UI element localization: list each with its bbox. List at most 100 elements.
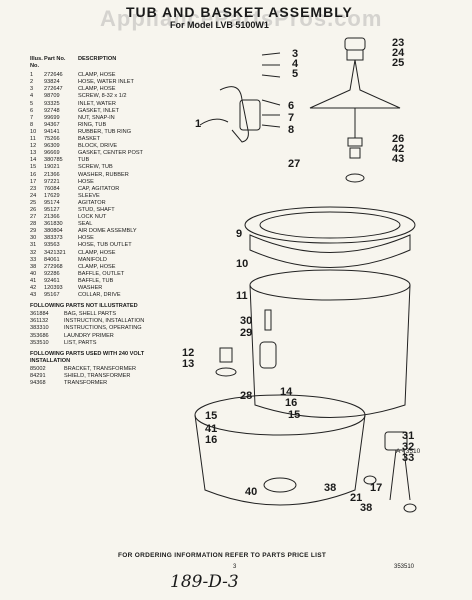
callout: 31: [402, 430, 415, 442]
part-description: SCREW, TUB: [78, 164, 113, 171]
header-part: Part No.: [44, 56, 66, 62]
callout: 12: [182, 347, 195, 359]
part-number: 272968: [44, 263, 63, 270]
callout: 41: [205, 423, 218, 435]
callout: 24: [392, 47, 405, 59]
part-number: 120393: [44, 285, 63, 291]
callout: 4: [292, 58, 299, 70]
callout: 33: [402, 452, 415, 464]
part-illus-no: 15: [30, 164, 37, 171]
callout: 32: [402, 441, 415, 453]
center-post: [219, 347, 233, 363]
part-description: SHIELD, TRANSFORMER: [64, 373, 131, 380]
tub: [194, 414, 366, 506]
part-description: WASHER: [78, 285, 103, 291]
part-illus-no: 43: [30, 292, 37, 299]
ring-rubber: [249, 234, 411, 268]
callout: 23: [392, 37, 405, 49]
part-number: 96669: [44, 150, 60, 157]
footer-note: FOR ORDERING INFORMATION REFER TO PARTS …: [118, 552, 327, 559]
callout: 30: [240, 315, 253, 327]
part-number: 353686: [30, 332, 49, 339]
part-number: 380804: [44, 228, 63, 235]
part-number: 92286: [44, 270, 60, 277]
agitator-cap: [344, 37, 366, 51]
part-description: COLLAR, DRIVE: [78, 292, 121, 299]
part-description: BLOCK, DRIVE: [78, 143, 118, 150]
header-desc: DESCRIPTION: [78, 56, 117, 62]
part-illus-no: 41: [30, 277, 37, 284]
part-number: 17629: [44, 192, 60, 199]
part-number: 97221: [44, 178, 60, 185]
part-number: 99699: [44, 114, 60, 121]
callout: 40: [245, 486, 258, 498]
part-description: BAG, SHELL PARTS: [64, 311, 117, 318]
water-inlet: [239, 99, 261, 131]
callout: 42: [392, 143, 405, 155]
volt-row: 94368 TRANSFORMER: [30, 380, 180, 387]
part-description: GASKET, INLET: [78, 107, 120, 114]
part-number: 21366: [44, 214, 60, 221]
part-illus-no: 32: [30, 249, 37, 256]
part-illus-no: 17: [30, 178, 37, 185]
part-description: BASKET: [78, 136, 101, 143]
callout: 28: [240, 390, 253, 402]
callout: 38: [324, 482, 337, 494]
header-illus: Illus. No.: [30, 56, 43, 70]
outlet-hose: [389, 449, 411, 501]
part-number: 361132: [30, 318, 49, 325]
part-description: LOCK NUT: [78, 214, 107, 221]
callout: 17: [370, 482, 383, 494]
part-illus-no: 16: [30, 171, 37, 178]
part-illus-no: 14: [30, 157, 37, 164]
callout: 29: [240, 327, 253, 339]
part-description: TRANSFORMER: [64, 380, 108, 387]
part-illus-no: 10: [30, 128, 37, 135]
part-number: 93824: [44, 79, 60, 86]
page-subtitle: For Model LVB 5100W1: [170, 20, 269, 30]
sleeve: [346, 49, 364, 61]
part-description: BRACKET, TRANSFORMER: [64, 365, 137, 372]
basket-top: [249, 269, 411, 301]
part-description: LAUNDRY PRIMER: [64, 332, 114, 339]
part-description: GASKET, CENTER POST: [78, 150, 143, 157]
part-description: AIR DOME ASSEMBLY: [78, 228, 137, 235]
part-number: 76084: [44, 185, 60, 192]
part-illus-no: 23: [30, 185, 37, 192]
part-illus-no: 27: [30, 214, 37, 221]
reference-label: A - 3510: [396, 448, 421, 455]
callout: 43: [392, 153, 405, 165]
callout: 9: [236, 228, 243, 240]
part-description: CLAMP, HOSE: [78, 263, 116, 270]
callout: 13: [182, 358, 195, 370]
drive-block: [349, 147, 361, 159]
part-description: RUBBER, TUB RING: [78, 128, 132, 135]
part-number: 94368: [30, 380, 46, 387]
part-illus-no: 24: [30, 192, 37, 199]
part-number: 361830: [44, 221, 63, 228]
part-description: SEAL: [78, 221, 93, 228]
callout: 16: [205, 434, 218, 446]
part-description: CLAMP, HOSE: [78, 249, 116, 256]
part-description: BAFFLE, TUB: [78, 277, 114, 284]
part-number: 380785: [44, 157, 63, 164]
